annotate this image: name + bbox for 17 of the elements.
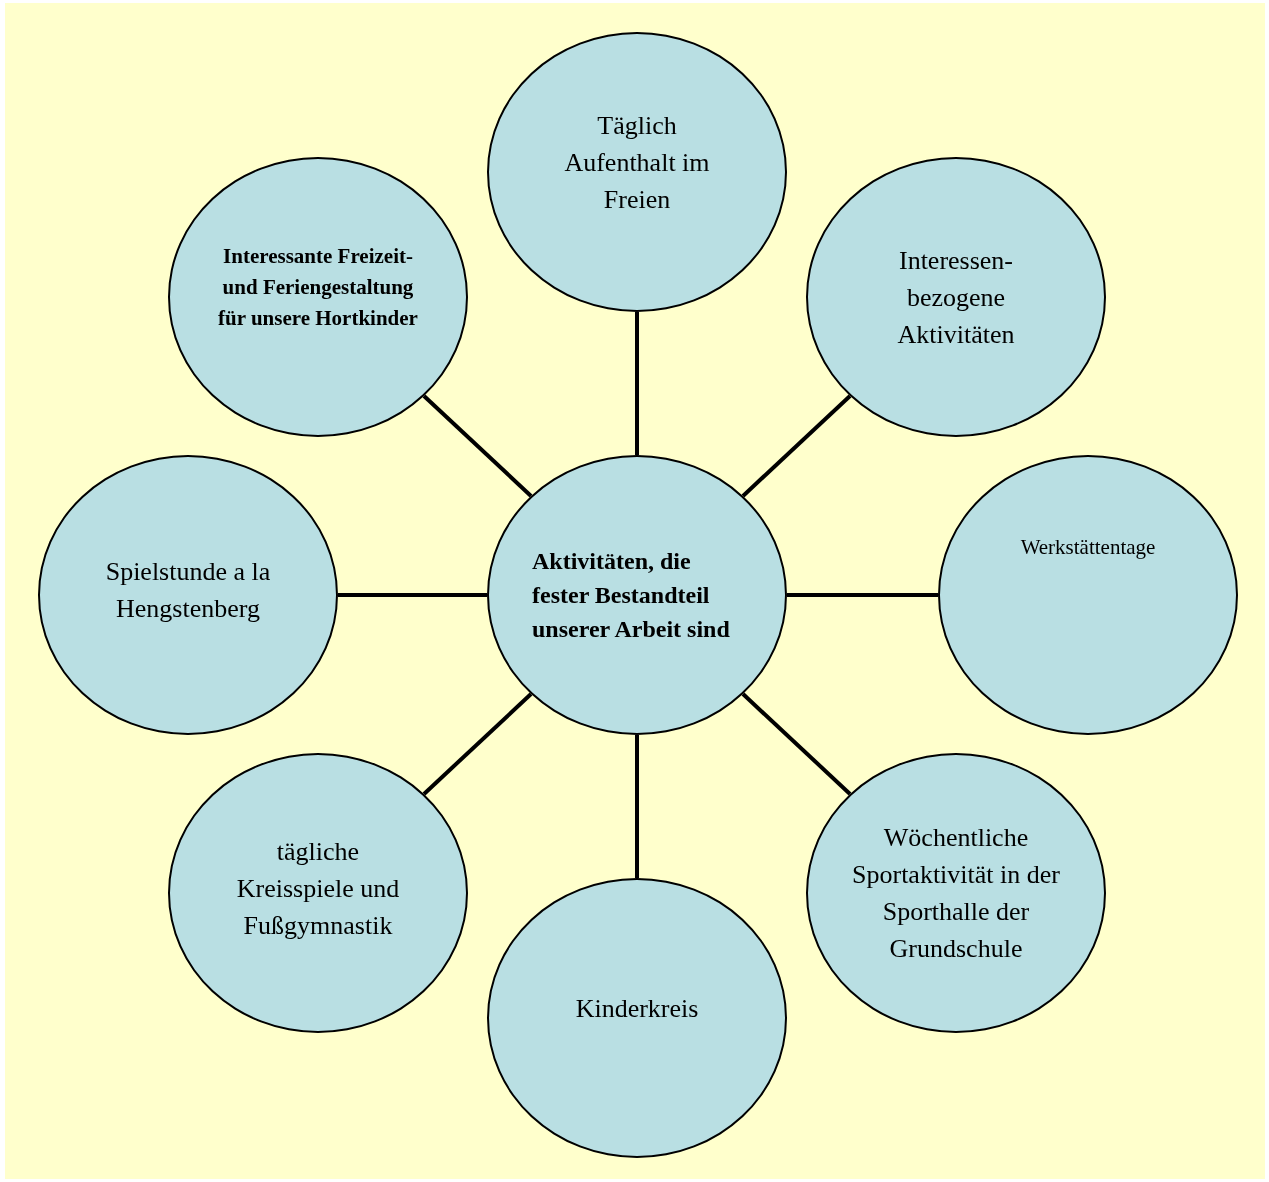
node-text: Täglich Aufenthalt im Freien <box>563 109 711 216</box>
node-text: tägliche Kreisspiele und Fußgymnastik <box>235 835 401 942</box>
connector-line <box>635 735 639 878</box>
connector-line <box>741 394 852 498</box>
connector-line <box>422 692 533 796</box>
node-text: Kinderkreis <box>575 992 699 1025</box>
node-text: Werkstättentage <box>1020 534 1156 561</box>
connector-line <box>787 593 938 597</box>
connector-line <box>741 692 852 796</box>
connector-line <box>338 593 487 597</box>
node-text: Wöchentliche Sportaktivität in der Sporthalle der Grundschule <box>851 822 1061 965</box>
node-text: Aktivitäten, die fester Bestandteil unserer Arbeit sind <box>532 547 731 644</box>
node-text: Spielstunde a la Hengstenberg <box>104 556 272 625</box>
connector-line <box>635 312 639 455</box>
node-text: Interessen- bezogene Aktivitäten <box>896 244 1016 351</box>
connector-line <box>422 394 533 498</box>
node-text: Interessante Freizeit- und Feriengestaltung für unsere Hortkinder <box>218 242 418 332</box>
